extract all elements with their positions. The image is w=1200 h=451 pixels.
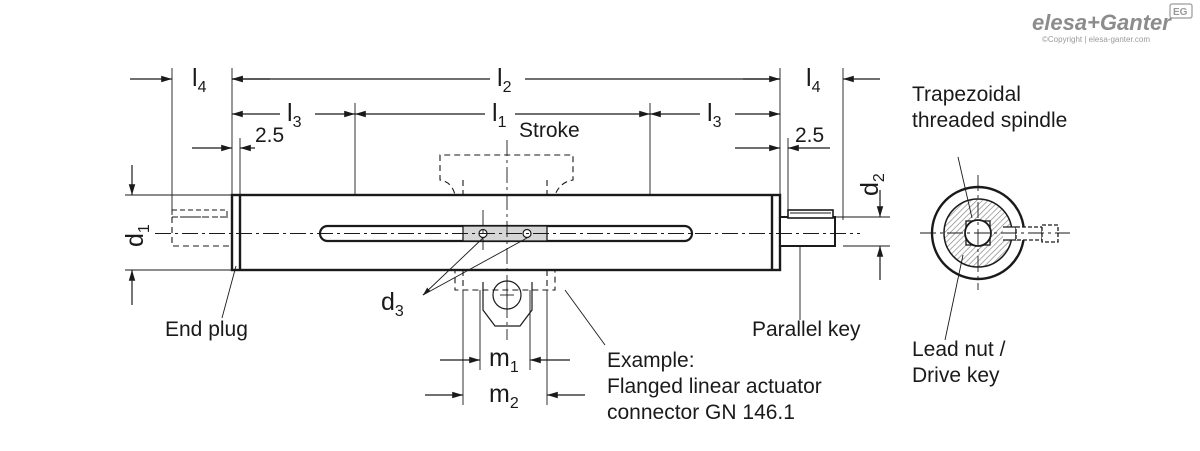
- label-lead-nut: Lead nut /: [912, 338, 1006, 361]
- dim-gap-right: 2.5: [795, 124, 824, 147]
- label-end-plug: End plug: [165, 318, 248, 341]
- label-example-connector-type: Flanged linear actuator: [607, 375, 822, 398]
- dim-m1: m1: [489, 344, 519, 376]
- dimension-labels: l4 l2 l4 l3 l1 l3 2.5 2.5 d1 d2 d3 m1 m2: [121, 64, 888, 412]
- end-plug-left: [171, 209, 232, 247]
- brand-badge: EG: [1173, 7, 1188, 18]
- callout-labels: Stroke End plug Parallel key Example: Fl…: [165, 83, 1067, 424]
- dim-d1: d1: [121, 224, 153, 247]
- label-trapezoidal: Trapezoidal: [912, 83, 1021, 106]
- dim-l4-right: l4: [806, 64, 821, 96]
- leader-lines: [221, 156, 973, 346]
- label-example: Example:: [607, 349, 695, 372]
- badge-frame: [1169, 3, 1193, 19]
- brand-copyright: ©Copyright | elesa-ganter.com: [1042, 35, 1150, 44]
- dim-l4-left: l4: [192, 64, 207, 96]
- dim-d2: d2: [856, 173, 888, 196]
- shaft-journal-right: [779, 209, 836, 247]
- dim-l2: l2: [497, 64, 512, 96]
- label-example-connector-code: connector GN 146.1: [607, 401, 795, 424]
- dim-m2: m2: [489, 380, 519, 412]
- dimension-lines: [128, 75, 884, 399]
- dim-d3: d3: [381, 288, 404, 320]
- brand-logo: elesa+Ganter EG ©Copyright | elesa-gante…: [1032, 3, 1193, 44]
- label-drive-key: Drive key: [912, 364, 1000, 387]
- dim-l3-right: l3: [707, 99, 722, 131]
- label-parallel-key: Parallel key: [752, 318, 861, 341]
- dim-gap-left: 2.5: [255, 124, 284, 147]
- dim-l1: l1: [492, 99, 507, 131]
- brand-name: elesa+Ganter: [1032, 10, 1172, 35]
- label-stroke: Stroke: [519, 119, 580, 142]
- center-lines: [155, 140, 860, 340]
- cross-section: [920, 175, 1070, 290]
- dim-l3-left: l3: [287, 99, 302, 131]
- shaft-body: [230, 193, 782, 272]
- label-threaded-spindle: threaded spindle: [912, 109, 1067, 132]
